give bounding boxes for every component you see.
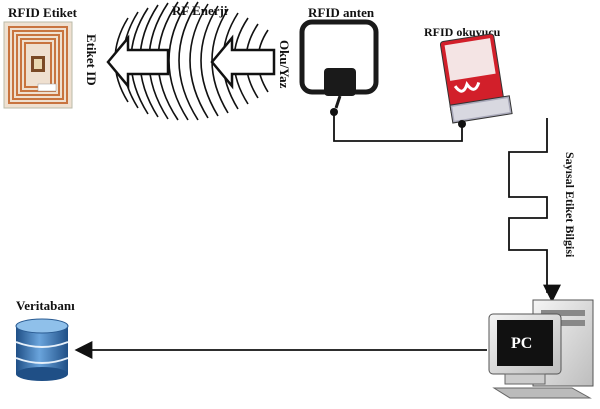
antenna-connector [330,108,338,116]
rfid-antenna-label: RFID anten [308,5,375,20]
pc-label: PC [511,335,532,352]
database-label: Veritabanı [16,298,75,313]
digital-tag-info-label: Sayısal Etiket Bilgisi [563,152,577,258]
read-write-label: Oku/Yaz [277,40,292,89]
rf-energy-label: RF Enerji [172,3,228,18]
computer-icon [488,299,594,399]
read-write-arrow-icon [210,34,276,90]
database-icon [15,318,69,381]
rfid-tag-label: RFID Etiket [8,5,78,20]
tag-id-label: Etiket ID [84,34,99,86]
left-block-arrow-icon [106,34,170,90]
rfid-antenna-icon [299,19,379,109]
reader-connector [458,120,466,128]
antenna-reader-cable [333,112,463,142]
rfid-tag-icon [3,21,73,109]
rfid-reader-icon [439,33,513,124]
digital-signal-waveform [508,118,561,303]
